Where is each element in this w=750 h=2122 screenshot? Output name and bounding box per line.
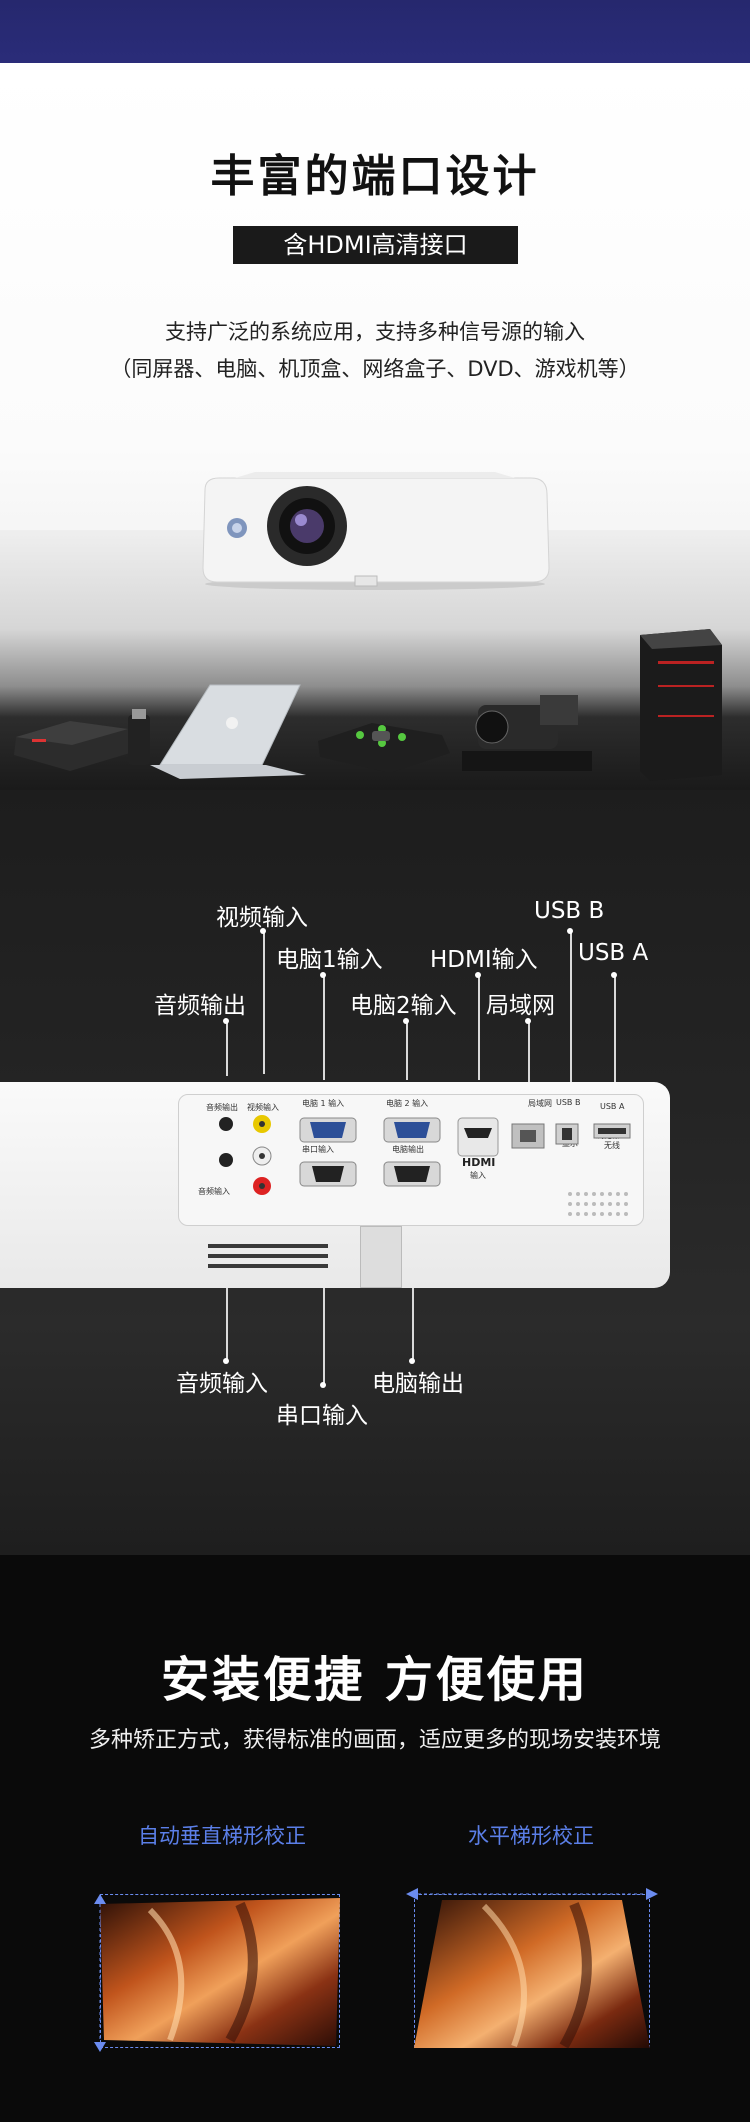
installation-title: 安装便捷 方便使用 — [161, 1652, 589, 1708]
leader-dot — [320, 1382, 326, 1388]
label-horizontal-keystone: 水平梯形校正 — [468, 1824, 594, 1848]
panel-label-pc-out: 电脑输出 — [392, 1145, 424, 1154]
leader-hdmi — [478, 974, 480, 1080]
leader-audio-out — [226, 1020, 228, 1076]
label-serial-in: 串口输入 — [276, 1403, 368, 1429]
label-lan: 局域网 — [486, 993, 555, 1019]
leader-audio-in — [226, 1288, 228, 1360]
panel-label-lan: 局域网 — [528, 1099, 552, 1108]
panel-label-pc2: 电脑 2 输入 — [386, 1099, 429, 1108]
leader-dot — [403, 1018, 409, 1024]
leader-dot — [567, 928, 573, 934]
panel-label-hdmi: HDMI — [462, 1156, 496, 1169]
panel-label-usb-b: USB B — [556, 1098, 581, 1107]
vertical-keystone-image — [94, 1894, 340, 2052]
rear-connectors — [208, 1115, 631, 1268]
label-pc2-in: 电脑2输入 — [350, 993, 457, 1019]
leader-pc2-in — [406, 1020, 408, 1080]
description-line-1: 支持广泛的系统应用，支持多种信号源的输入 — [165, 320, 585, 344]
leader-dot — [409, 1358, 415, 1364]
panel-label-pc1: 电脑 1 输入 — [302, 1099, 345, 1108]
page-title: 丰富的端口设计 — [210, 151, 540, 202]
leader-usb-b — [570, 930, 572, 1082]
leader-video-in — [263, 930, 265, 1074]
description-line-2: （同屏器、电脑、机顶盒、网络盒子、DVD、游戏机等） — [110, 357, 640, 381]
leader-dot — [223, 1018, 229, 1024]
horizontal-keystone-image — [406, 1888, 658, 2049]
label-pc-out: 电脑输出 — [372, 1371, 464, 1397]
projector-front-image — [202, 472, 550, 590]
leader-dot — [223, 1358, 229, 1364]
panel-label-usb-a: USB A — [600, 1102, 625, 1111]
label-video-in: 视频输入 — [216, 905, 308, 931]
label-vertical-keystone: 自动垂直梯形校正 — [138, 1824, 306, 1848]
leader-pc1-in — [323, 974, 325, 1080]
top-color-bar — [0, 0, 750, 63]
leader-dot — [525, 1018, 531, 1024]
leader-dot — [475, 972, 481, 978]
label-pc1-in: 电脑1输入 — [276, 947, 383, 973]
leader-usb-a — [614, 974, 616, 1082]
panel-label-wireless: 无线 — [604, 1141, 620, 1150]
installation-description: 多种矫正方式，获得标准的画面，适应更多的现场安装环境 — [88, 1728, 661, 1753]
leader-serial-in — [323, 1288, 325, 1384]
panel-label-serial: 串口输入 — [302, 1145, 334, 1154]
projector-foot — [360, 1226, 402, 1288]
label-usb-a: USB A — [578, 940, 649, 966]
panel-label-audio-in: 音频输入 — [198, 1187, 230, 1196]
panel-label-audio-out: 音频输出 — [206, 1103, 238, 1112]
label-usb-b: USB B — [534, 898, 605, 924]
leader-pc-out — [412, 1288, 414, 1360]
leader-dot — [320, 972, 326, 978]
devices-image — [14, 629, 722, 781]
hdmi-badge: 含HDMI高清接口 — [233, 226, 518, 264]
leader-dot — [260, 928, 266, 934]
label-audio-in: 音频输入 — [176, 1371, 268, 1397]
label-audio-out: 音频输出 — [154, 993, 246, 1019]
leader-lan — [528, 1020, 530, 1082]
label-hdmi-in: HDMI输入 — [430, 947, 538, 973]
panel-label-hdmi-in: 输入 — [470, 1171, 486, 1180]
panel-label-video-in: 视频输入 — [247, 1103, 279, 1112]
leader-dot — [611, 972, 617, 978]
